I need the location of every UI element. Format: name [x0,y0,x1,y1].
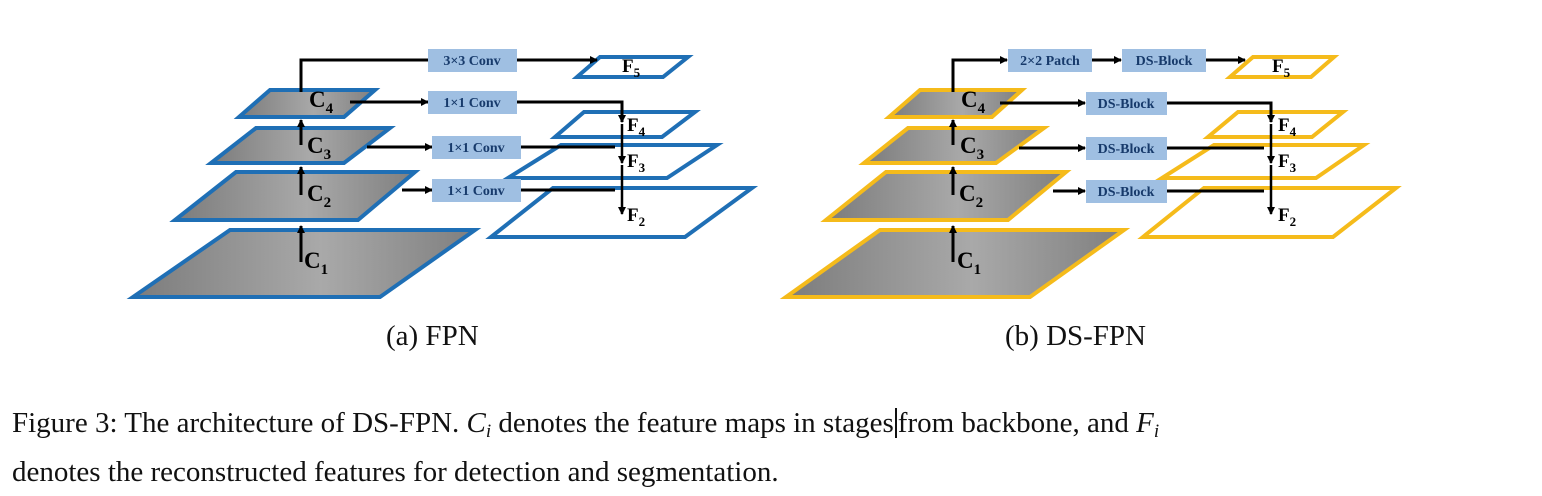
dsfpn-top-block-box [1122,49,1206,72]
fpn-map-f3 [501,143,724,180]
caption-fi: Fi [1136,407,1160,442]
fpn-label-c4: C4 [309,87,334,117]
dsfpn-map-c3 [858,126,1051,165]
dsfpn-patch-label: 2×2 Patch [1020,54,1080,69]
fpn-label-f2: F2 [627,205,645,229]
dsfpn-panel: 2×2 Patch DS-Block DS-Block DS-Block DS-… [779,49,1402,299]
dsfpn-map-f4 [1202,110,1349,139]
dsfpn-lateral-box-c4 [1086,92,1167,115]
dsfpn-lateral-out-c4 [1167,101,1275,123]
fpn-top-path [299,58,428,92]
fpn-lateral-box-c3 [432,136,521,159]
fpn-top-op-label: 3×3 Conv [443,54,500,69]
dsfpn-label-f3: F3 [1278,151,1297,175]
fpn-map-c2 [169,170,421,222]
fpn-map-c1 [126,228,482,299]
dsfpn-label-c3: C3 [960,133,984,163]
fpn-label-c3: C3 [307,133,331,163]
dsfpn-map-c2 [820,170,1072,222]
figure-caption: Figure 3: The architecture of DS-FPN. Ci… [12,403,1159,492]
fpn-panel: 3×3 Conv 1×1 Conv 1×1 Conv 1×1 Conv C1 C… [126,49,759,299]
dsfpn-map-c1 [779,228,1131,299]
fpn-lateral-out-c4 [517,100,626,123]
fpn-lateral-label-c4: 1×1 Conv [443,96,500,111]
caption-ci: Ci [466,407,492,442]
fpn-map-f4 [549,110,701,139]
fpn-lateral-label-c2: 1×1 Conv [447,184,504,199]
dsfpn-top-path [951,56,1008,92]
dsfpn-lateral-label-c2: DS-Block [1098,185,1155,200]
fpn-map-f5 [571,55,694,79]
dsfpn-map-c4 [883,88,1028,119]
dsfpn-label-c1: C1 [957,248,981,278]
fpn-label-c1: C1 [304,248,328,278]
dsfpn-subcaption: (b) DS-FPN [1005,320,1146,352]
caption-text-3: from backbone, and [897,407,1137,439]
fpn-label-f3: F3 [627,151,646,175]
fpn-label-f4: F4 [627,115,646,139]
fpn-subcaption: (a) FPN [386,320,479,352]
caption-line-1: Figure 3: The architecture of DS-FPN. Ci… [12,403,1159,452]
dsfpn-lateral-box-c3 [1086,137,1167,160]
dsfpn-label-f4: F4 [1278,115,1297,139]
caption-line-2: denotes the reconstructed features for d… [12,456,779,488]
architecture-diagram: 3×3 Conv 1×1 Conv 1×1 Conv 1×1 Conv C1 C… [126,49,1402,299]
fpn-label-f5: F5 [622,56,641,80]
dsfpn-map-f3 [1155,143,1371,180]
text-cursor [894,408,897,438]
dsfpn-label-c2: C2 [959,181,983,211]
dsfpn-map-f2 [1137,186,1402,239]
dsfpn-lateral-box-c2 [1086,180,1167,203]
dsfpn-map-f5 [1224,55,1340,79]
caption-text-1: Figure 3: The architecture of DS-FPN. [12,407,467,439]
dsfpn-lateral-label-c4: DS-Block [1098,97,1155,112]
fpn-lateral-label-c3: 1×1 Conv [447,141,504,156]
fpn-map-c3 [205,126,396,165]
caption-text-2: denotes the feature maps in stages [491,407,894,439]
dsfpn-label-f2: F2 [1278,205,1296,229]
fpn-map-c4 [233,88,381,119]
fpn-lateral-box-c4 [428,91,517,114]
fpn-lateral-box-c2 [432,179,521,202]
dsfpn-label-c4: C4 [961,87,986,117]
dsfpn-label-f5: F5 [1272,56,1291,80]
dsfpn-patch-box [1008,49,1092,72]
dsfpn-lateral-label-c3: DS-Block [1098,142,1155,157]
fpn-top-op-box [428,49,517,72]
dsfpn-top-block-label: DS-Block [1136,54,1193,69]
fpn-label-c2: C2 [307,181,331,211]
